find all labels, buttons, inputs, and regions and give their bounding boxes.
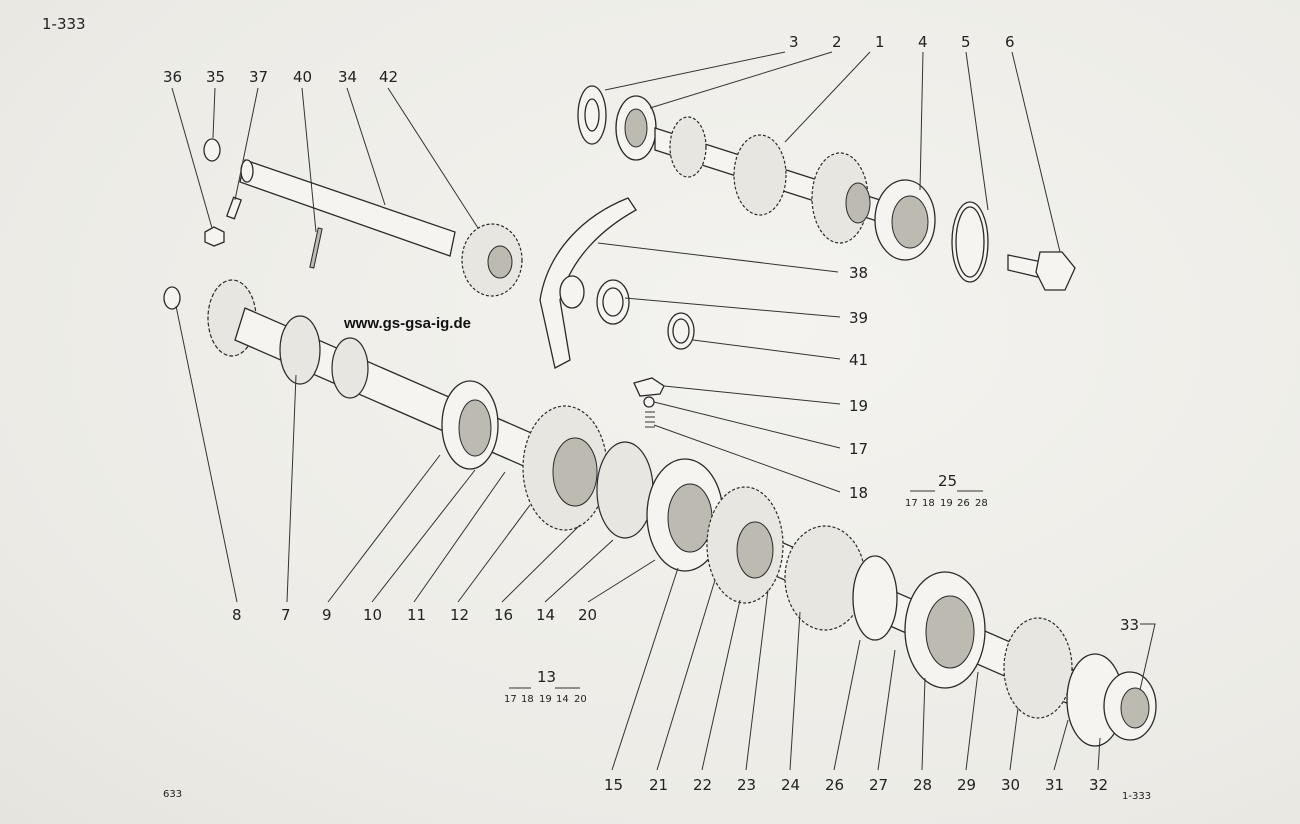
part-label-18: 18 [849, 484, 868, 502]
part-label-23: 23 [737, 776, 756, 794]
watermark-url: www.gs-gsa-ig.de [343, 315, 471, 332]
part-label-22: 22 [693, 776, 712, 794]
spring-18 [645, 411, 655, 428]
roll-pin-40 [309, 227, 323, 269]
part-label-10: 10 [363, 606, 382, 624]
part-label-17: 17 [849, 440, 868, 458]
sync-hub-14 [596, 441, 654, 539]
part-label-9: 9 [322, 606, 332, 624]
part-label-4: 4 [918, 33, 928, 51]
part-label-6: 6 [1005, 33, 1015, 51]
part-label-27: 27 [869, 776, 888, 794]
part-label-36: 36 [163, 68, 182, 86]
ball-17 [643, 396, 655, 408]
main-shaft-assembly [163, 279, 1157, 747]
sync-ring-26 [852, 555, 898, 641]
seal-35 [203, 138, 221, 162]
group-25-item: 19 [940, 498, 953, 509]
part-label-3: 3 [789, 33, 799, 51]
part-label-14: 14 [536, 606, 555, 624]
part-label-7: 7 [281, 606, 291, 624]
pin-37 [225, 196, 243, 220]
shift-shaft-assembly [203, 138, 523, 297]
group-13-item: 20 [574, 694, 587, 705]
part-label-35: 35 [206, 68, 225, 86]
footer-page-number: 633 [163, 789, 182, 800]
group-13-item: 18 [521, 694, 534, 705]
part-label-29: 29 [957, 776, 976, 794]
part-label-30: 30 [1001, 776, 1020, 794]
group-13-item: 17 [504, 694, 517, 705]
part-labels: 1 2 3 4 5 6 7 8 9 10 11 12 14 15 16 17 1… [163, 33, 1139, 794]
part-label-8: 8 [232, 606, 242, 624]
part-label-2: 2 [832, 33, 842, 51]
page-id: 1-333 [42, 15, 86, 33]
group-13-item: 14 [556, 694, 569, 705]
shift-fork-38 [539, 197, 637, 369]
leader-lines [171, 51, 1156, 771]
part-label-5: 5 [961, 33, 971, 51]
part-label-12: 12 [450, 606, 469, 624]
gear-30 [1003, 617, 1073, 719]
part-label-33: 33 [1120, 616, 1139, 634]
part-label-28: 28 [913, 776, 932, 794]
group-25-item: 17 [905, 498, 918, 509]
part-label-41: 41 [849, 351, 868, 369]
group-13-legend: 13 17 18 19 14 20 [504, 668, 587, 705]
part-label-26: 26 [825, 776, 844, 794]
nut-36 [204, 226, 225, 247]
part-label-1: 1 [875, 33, 885, 51]
part-label-16: 16 [494, 606, 513, 624]
group-13-number: 13 [537, 668, 556, 686]
countershaft-assembly [577, 85, 1076, 291]
group-25-number: 25 [938, 472, 957, 490]
part-label-38: 38 [849, 264, 868, 282]
group-25-item: 26 [957, 498, 970, 509]
part-label-42: 42 [379, 68, 398, 86]
part-label-21: 21 [649, 776, 668, 794]
group-25-item: 18 [922, 498, 935, 509]
footer-figure-id: 1-333 [1122, 791, 1151, 802]
group-25-legend: 25 17 18 19 26 28 [905, 472, 988, 509]
part-label-24: 24 [781, 776, 800, 794]
part-label-34: 34 [338, 68, 357, 86]
part-label-39: 39 [849, 309, 868, 327]
slider-19 [633, 377, 665, 397]
part-label-40: 40 [293, 68, 312, 86]
group-13-item: 19 [539, 694, 552, 705]
part-label-32: 32 [1089, 776, 1108, 794]
part-label-19: 19 [849, 397, 868, 415]
bushing-8 [163, 286, 181, 310]
part-label-11: 11 [407, 606, 426, 624]
shift-fork-group [539, 197, 695, 428]
part-label-15: 15 [604, 776, 623, 794]
group-25-item: 28 [975, 498, 988, 509]
shift-shaft-34 [239, 159, 456, 257]
gear-24 [784, 525, 866, 631]
part-label-31: 31 [1045, 776, 1064, 794]
part-label-37: 37 [249, 68, 268, 86]
part-label-20: 20 [578, 606, 597, 624]
